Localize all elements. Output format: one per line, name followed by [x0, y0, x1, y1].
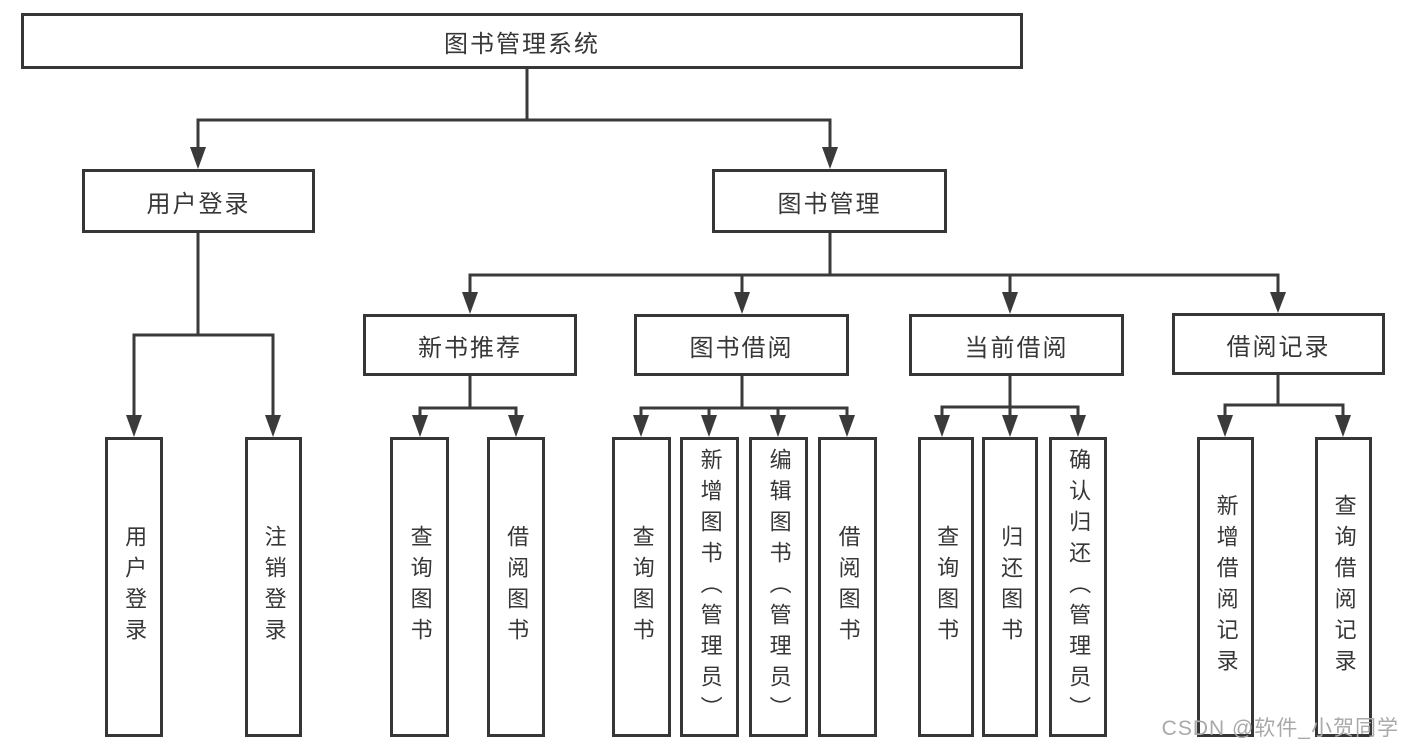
leaf-current-query-books: 查询图书 [918, 437, 974, 737]
connector-user-login-to-leaves [126, 233, 281, 437]
leaf-borrowing-query-books: 查询图书 [612, 437, 671, 737]
leaf-records-query-record-label: 查询借阅记录 [1331, 494, 1357, 680]
connector-book-mgmt-to-level3 [462, 233, 1286, 314]
node-borrowing-records-label: 借阅记录 [1226, 333, 1331, 361]
leaf-borrowing-add-books-admin-label: 新增图书（管理员） [697, 447, 723, 727]
leaf-records-query-record: 查询借阅记录 [1315, 437, 1372, 737]
leaf-current-return-books-label: 归还图书 [998, 525, 1024, 649]
leaf-current-confirm-return-admin: 确认归还（管理员） [1049, 437, 1107, 737]
node-user-login: 用户登录 [82, 169, 315, 233]
node-current-borrowing-label: 当前借阅 [964, 334, 1069, 362]
connector-new-book-rec-to-leaves [412, 376, 524, 437]
connector-borrow-records-to-leaves [1217, 375, 1351, 437]
leaf-recommend-borrow-books-label: 借阅图书 [504, 525, 530, 649]
node-new-book-recommendation-label: 新书推荐 [418, 334, 522, 362]
csdn-watermark: CSDN @软件_小贺同学 [1161, 717, 1399, 740]
leaf-current-return-books: 归还图书 [982, 437, 1038, 737]
node-book-borrowing-label: 图书借阅 [689, 334, 794, 362]
leaf-borrowing-borrow-books-label: 借阅图书 [835, 525, 861, 649]
connector-current-borrow-to-leaves [934, 376, 1086, 437]
leaf-current-query-books-label: 查询图书 [934, 525, 960, 649]
node-library-management-system: 图书管理系统 [21, 13, 1023, 69]
leaf-borrowing-borrow-books: 借阅图书 [818, 437, 877, 737]
node-book-borrowing: 图书借阅 [634, 314, 849, 376]
node-borrowing-records: 借阅记录 [1172, 313, 1385, 375]
connector-book-borrow-to-leaves [633, 376, 855, 437]
leaf-recommend-query-books: 查询图书 [390, 437, 449, 737]
leaf-current-confirm-return-admin-label: 确认归还（管理员） [1066, 447, 1092, 727]
leaf-logout-label: 注销登录 [261, 525, 287, 649]
leaf-user-login-label: 用户登录 [122, 525, 148, 649]
node-library-management-system-label: 图书管理系统 [444, 30, 600, 58]
leaf-records-add-record: 新增借阅记录 [1197, 437, 1254, 737]
node-current-borrowing: 当前借阅 [909, 314, 1124, 376]
leaf-logout: 注销登录 [245, 437, 302, 737]
node-new-book-recommendation: 新书推荐 [363, 314, 577, 376]
connector-root-to-level2 [190, 69, 838, 169]
leaf-borrowing-query-books-label: 查询图书 [629, 525, 655, 649]
leaf-recommend-borrow-books: 借阅图书 [487, 437, 545, 737]
leaf-user-login: 用户登录 [105, 437, 163, 737]
leaf-borrowing-edit-books-admin-label: 编辑图书（管理员） [766, 447, 792, 727]
leaf-recommend-query-books-label: 查询图书 [407, 525, 433, 649]
node-book-management: 图书管理 [712, 169, 947, 233]
leaf-borrowing-edit-books-admin: 编辑图书（管理员） [749, 437, 808, 737]
node-book-management-label: 图书管理 [777, 190, 882, 218]
leaf-records-add-record-label: 新增借阅记录 [1213, 494, 1239, 680]
node-user-login-label: 用户登录 [146, 190, 251, 218]
leaf-borrowing-add-books-admin: 新增图书（管理员） [680, 437, 739, 737]
